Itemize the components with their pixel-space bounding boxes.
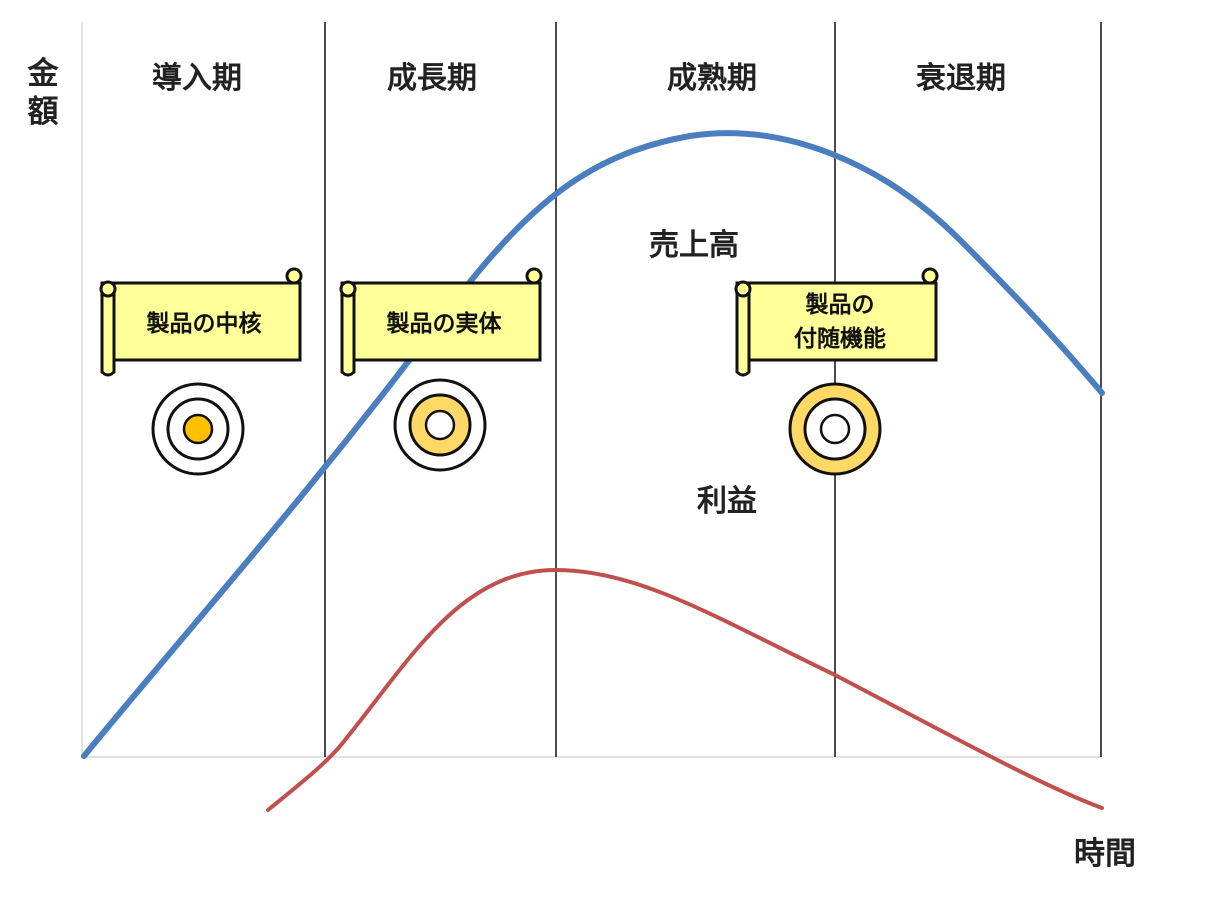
profit-label: 利益 <box>697 484 757 519</box>
phase-label-growth: 成長期 <box>387 61 477 96</box>
augmented-target-icon <box>788 382 882 476</box>
scroll-banner-core: 製品の中核 <box>99 267 303 377</box>
phase-label-decline: 衰退期 <box>916 61 1006 96</box>
sales-label: 売上高 <box>649 228 739 263</box>
core-target-icon <box>151 382 245 476</box>
phase-label-maturity: 成熟期 <box>667 61 757 96</box>
y-axis-label-char-1: 金 <box>27 56 60 92</box>
scroll-text-augmented-line-1: 製品の <box>805 291 875 318</box>
scroll-text-core: 製品の中核 <box>146 310 262 337</box>
scroll-banner-augmented: 製品の 付随機能 <box>734 267 939 377</box>
y-axis-label-stack: 金 額 <box>27 56 60 130</box>
sales-curve <box>81 130 1105 759</box>
actual-target-icon <box>393 378 487 472</box>
y-axis-label-char-2: 額 <box>28 94 59 130</box>
phase-label-introduction: 導入期 <box>152 61 242 96</box>
x-axis-label: 時間 <box>1074 836 1136 872</box>
profit-curve <box>266 567 1104 812</box>
scroll-text-actual: 製品の実体 <box>386 310 503 337</box>
scroll-text-augmented-line-2: 付随機能 <box>794 325 886 352</box>
scroll-banner-actual: 製品の実体 <box>339 267 543 377</box>
